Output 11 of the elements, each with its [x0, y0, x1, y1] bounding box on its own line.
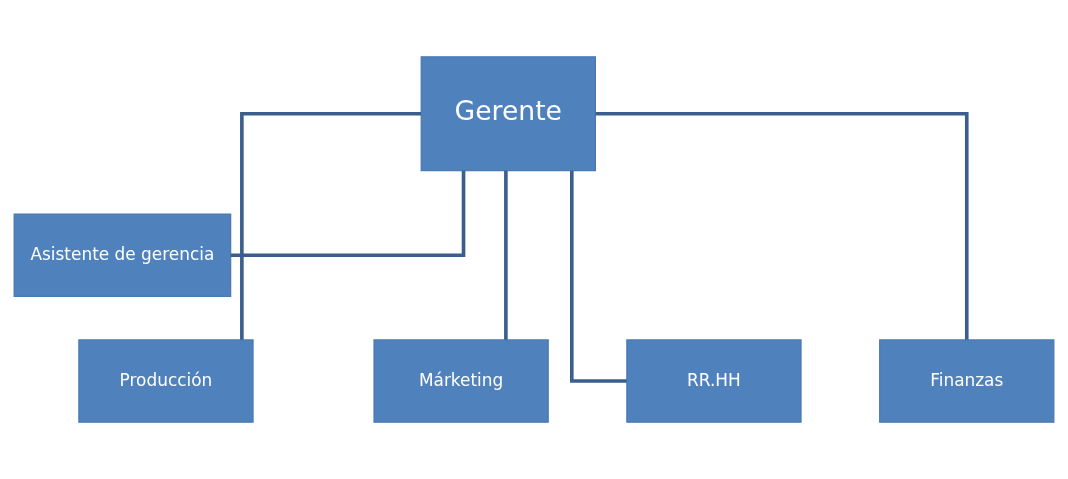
node-box: Gerente [420, 56, 596, 172]
connector [240, 111, 422, 340]
node-box: Márketing [373, 339, 549, 423]
connector [595, 111, 969, 340]
connector [504, 170, 508, 340]
node-box: Asistente de gerencia [13, 213, 232, 297]
node-box: Finanzas [879, 339, 1055, 423]
connector [230, 170, 466, 258]
connector [570, 170, 627, 383]
node-box: RR.HH [626, 339, 802, 423]
node-box: Producción [78, 339, 254, 423]
